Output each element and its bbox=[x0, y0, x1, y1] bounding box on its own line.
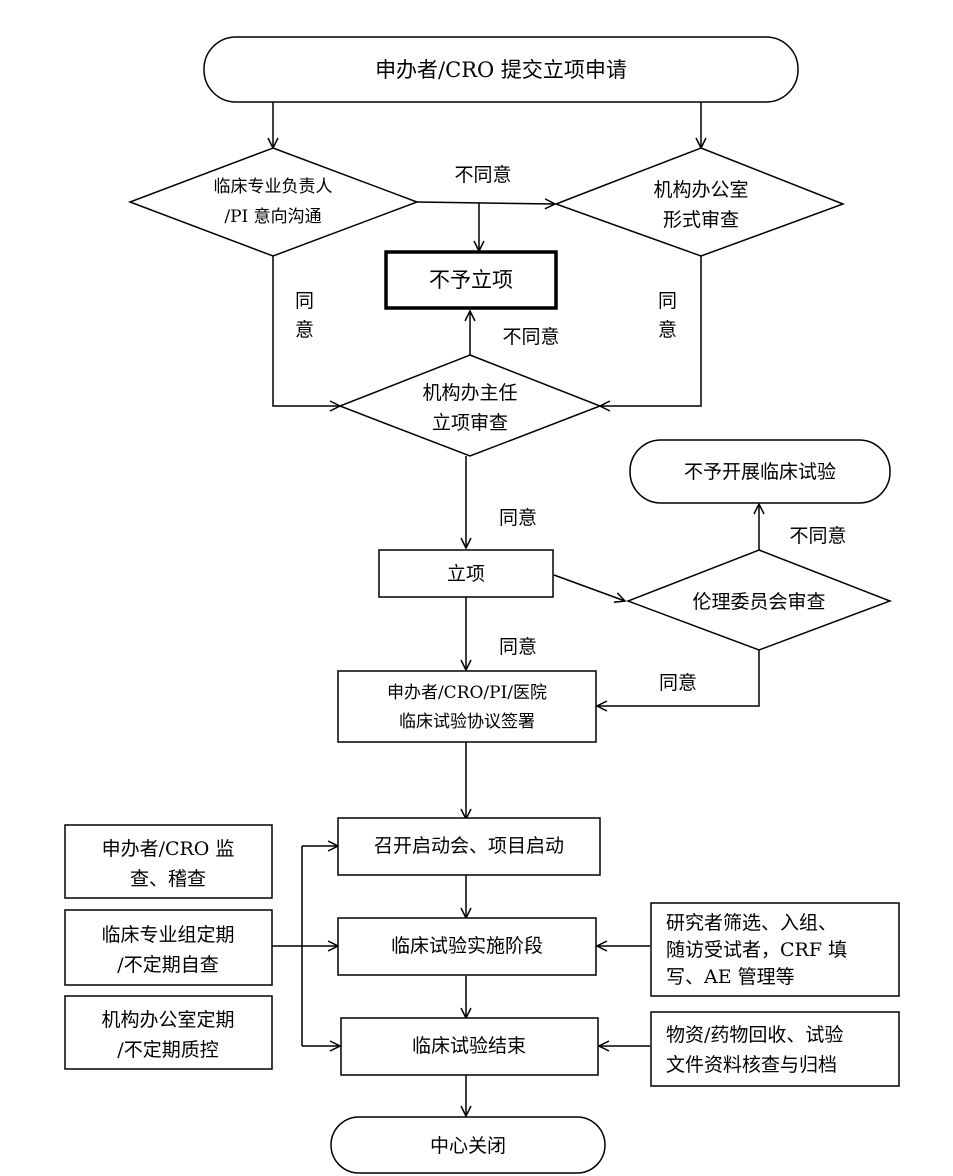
arrow-office-to-director bbox=[600, 256, 702, 406]
label-project-agree: 同意 bbox=[499, 636, 537, 658]
label-office-agree-char-1: 同 bbox=[658, 290, 677, 312]
label-director-agree: 同意 bbox=[499, 507, 537, 529]
label-ethics-agree: 同意 bbox=[659, 672, 697, 694]
researcher-activities-label-2: 随访受试者，CRF 填 bbox=[666, 939, 847, 961]
arrow-pi-to-director bbox=[272, 256, 340, 406]
ethics-review-label: 伦理委员会审查 bbox=[692, 591, 825, 613]
arrow-pi-to-office bbox=[416, 202, 555, 204]
label-director-disagree: 不同意 bbox=[502, 326, 559, 348]
arrow-ethics-to-agreement bbox=[597, 650, 760, 706]
quality-control-label-2: /不定期质控 bbox=[117, 1039, 218, 1061]
monitor-audit-box: 申办者/CRO 监 查、稽查 bbox=[64, 824, 273, 899]
kickoff-label: 召开启动会、项目启动 bbox=[374, 835, 564, 857]
pi-communication-label-2: /PI 意向沟通 bbox=[224, 207, 321, 227]
office-review-label-2: 形式审查 bbox=[663, 209, 739, 231]
self-check-label-2: /不定期自查 bbox=[117, 954, 218, 976]
kickoff-box: 召开启动会、项目启动 bbox=[337, 817, 601, 876]
pi-communication-decision: 临床专业负责人 /PI 意向沟通 bbox=[127, 147, 420, 257]
label-office-agree-char-2: 意 bbox=[658, 319, 677, 341]
director-review-decision: 机构办主任 立项审查 bbox=[337, 354, 603, 457]
connectors bbox=[272, 102, 759, 1116]
researcher-activities-label-3: 写、AE 管理等 bbox=[666, 966, 795, 988]
quality-control-box: 机构办公室定期 /不定期质控 bbox=[64, 995, 273, 1070]
director-review-label-2: 立项审查 bbox=[432, 412, 508, 434]
no-trial-terminal: 不予开展临床试验 bbox=[629, 439, 891, 504]
project-approved-box: 立项 bbox=[378, 549, 554, 598]
reject-project-box: 不予立项 bbox=[384, 250, 558, 310]
quality-control-label-1: 机构办公室定期 bbox=[101, 1009, 234, 1031]
ethics-review-decision: 伦理委员会审查 bbox=[625, 549, 893, 651]
researcher-activities-label-1: 研究者筛选、入组、 bbox=[666, 912, 837, 934]
center-close-terminal: 中心关闭 bbox=[330, 1116, 606, 1174]
label-pi-agree-char-1: 同 bbox=[295, 290, 314, 312]
closeout-box: 物资/药物回收、试验 文件资料核查与归档 bbox=[650, 1011, 900, 1087]
director-review-label-1: 机构办主任 bbox=[422, 382, 517, 404]
office-review-decision: 机构办公室 形式审查 bbox=[553, 147, 846, 257]
start-node: 申办者/CRO 提交立项申请 bbox=[203, 36, 799, 103]
monitor-audit-label-1: 申办者/CRO 监 bbox=[102, 838, 235, 860]
self-check-label-1: 临床专业组定期 bbox=[101, 924, 234, 946]
monitor-audit-label-2: 查、稽查 bbox=[130, 868, 206, 890]
project-approved-label: 立项 bbox=[447, 563, 485, 585]
agreement-label-1: 申办者/CRO/PI/医院 bbox=[387, 683, 547, 703]
label-pi-disagree: 不同意 bbox=[454, 164, 511, 186]
implementation-box: 临床试验实施阶段 bbox=[337, 917, 597, 976]
label-pi-agree-char-2: 意 bbox=[295, 319, 314, 341]
agreement-box: 申办者/CRO/PI/医院 临床试验协议签署 bbox=[337, 670, 597, 743]
start-label: 申办者/CRO 提交立项申请 bbox=[375, 58, 627, 82]
label-ethics-disagree: 不同意 bbox=[789, 525, 846, 547]
closeout-label-1: 物资/药物回收、试验 bbox=[666, 1024, 843, 1046]
self-check-box: 临床专业组定期 /不定期自查 bbox=[64, 909, 273, 986]
pi-communication-label-1: 临床专业负责人 bbox=[214, 177, 333, 197]
center-close-label: 中心关闭 bbox=[430, 1135, 506, 1157]
office-review-label-1: 机构办公室 bbox=[653, 179, 748, 201]
closeout-label-2: 文件资料核查与归档 bbox=[666, 1054, 837, 1076]
agreement-label-2: 临床试验协议签署 bbox=[399, 712, 535, 732]
trial-end-box: 临床试验结束 bbox=[340, 1017, 599, 1076]
reject-project-label: 不予立项 bbox=[429, 268, 513, 292]
edge-labels: 不同意 同 意 同 意 不同意 同意 不同意 同意 同意 bbox=[295, 164, 847, 694]
no-trial-label: 不予开展临床试验 bbox=[684, 461, 836, 483]
implementation-label: 临床试验实施阶段 bbox=[391, 935, 543, 957]
researcher-activities-box: 研究者筛选、入组、 随访受试者，CRF 填 写、AE 管理等 bbox=[650, 902, 900, 997]
trial-end-label: 临床试验结束 bbox=[412, 1035, 526, 1057]
arrow-project-to-ethics bbox=[553, 574, 625, 601]
